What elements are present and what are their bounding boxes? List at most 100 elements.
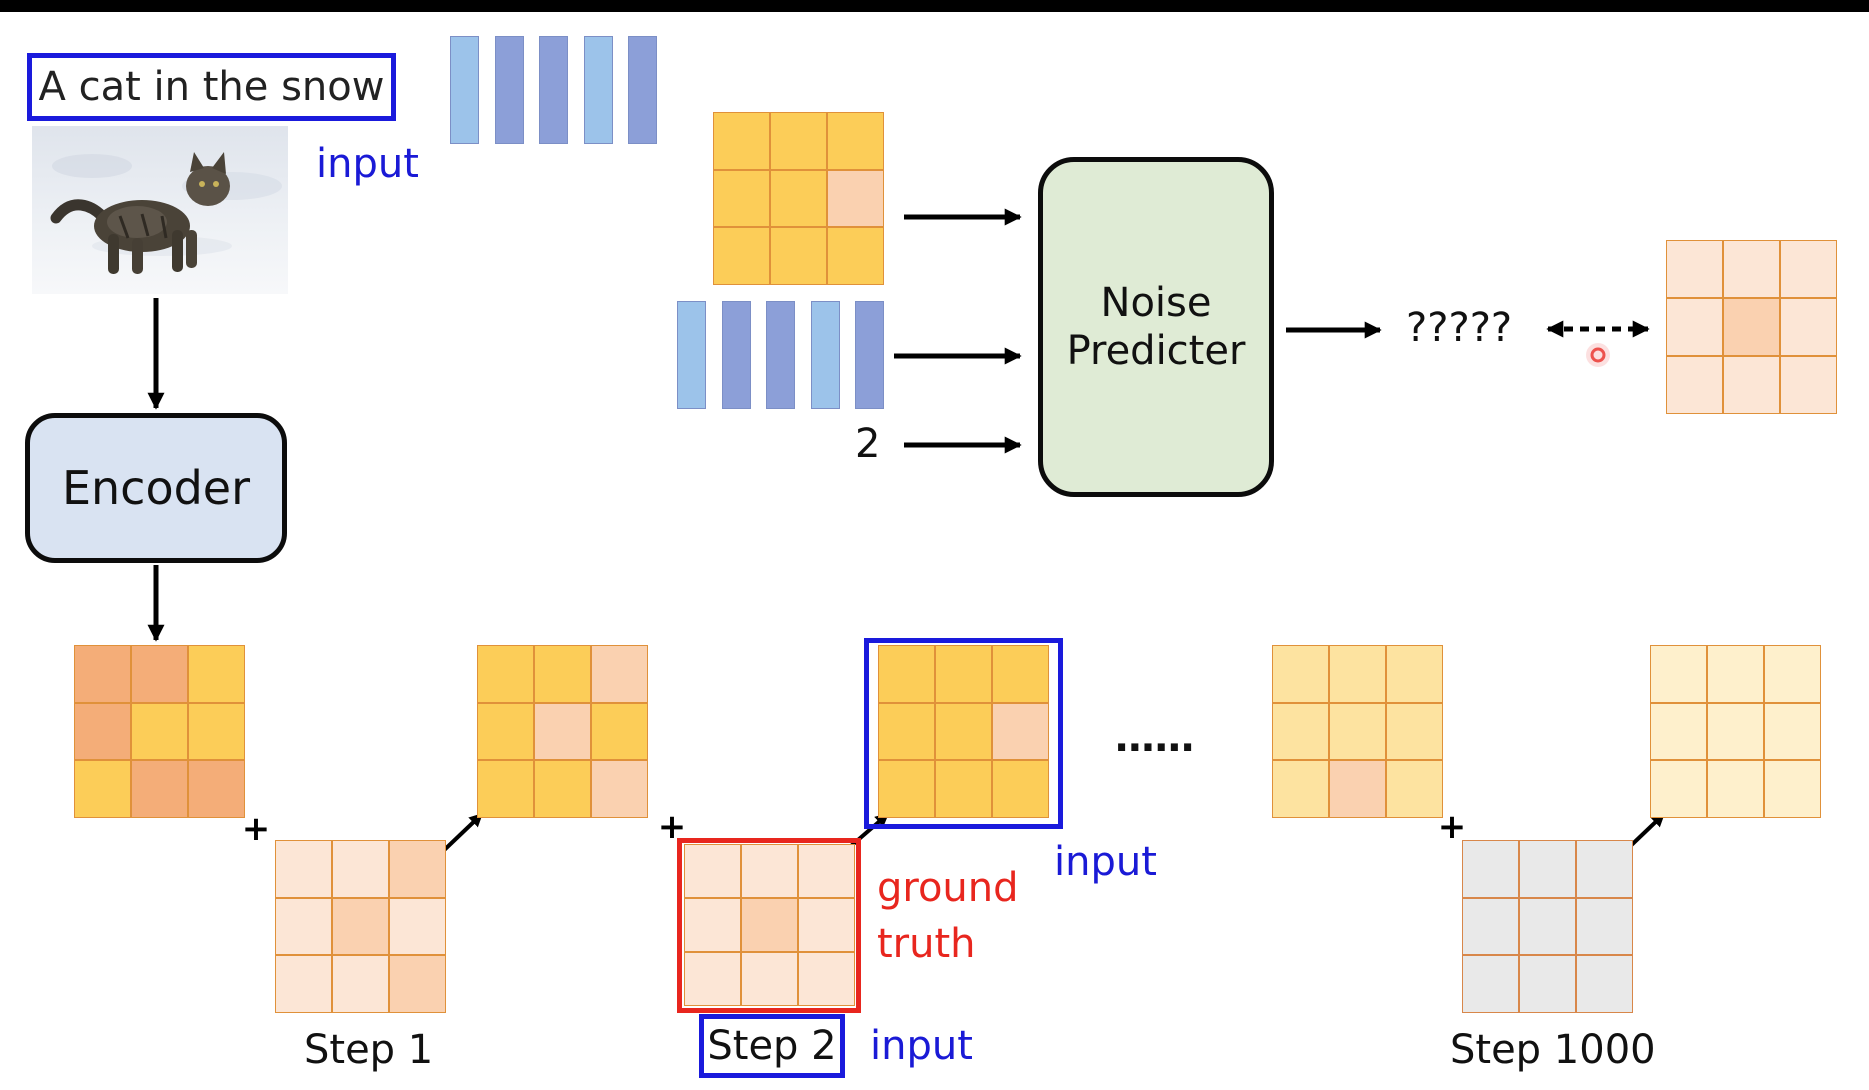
grid-cell — [1519, 897, 1576, 956]
grid-cell — [1272, 760, 1329, 818]
step1000-label: Step 1000 — [1450, 1027, 1656, 1073]
grid-cell — [770, 112, 827, 170]
prompt-text: A cat in the snow — [38, 64, 385, 110]
grid-cell — [591, 702, 648, 761]
grid-cell — [1764, 702, 1821, 761]
grid-cell — [684, 952, 741, 1006]
grid-cell — [741, 898, 798, 952]
predictor-input-noisy-image — [713, 112, 884, 285]
grid-cell — [935, 760, 992, 818]
text-embedding-predictor-input — [677, 301, 884, 409]
grid-cell — [1707, 645, 1764, 703]
grid-cell — [713, 227, 770, 285]
ellipsis: ...... — [1114, 715, 1195, 761]
input-label-middle: input — [1054, 839, 1157, 885]
final-step-grid — [1650, 645, 1821, 818]
grid-cell — [74, 645, 131, 703]
grid-cell — [275, 897, 332, 956]
grid-cell — [1386, 702, 1443, 761]
embedding-bar — [583, 36, 613, 144]
target-noise-grid — [1666, 240, 1837, 414]
grid-cell — [992, 760, 1049, 818]
grid-cell — [1576, 840, 1633, 898]
noisy-step2-input-frame — [864, 638, 1063, 829]
grid-cell — [534, 702, 591, 761]
grid-cell — [477, 760, 534, 818]
grid-cell — [332, 955, 389, 1013]
plus-sign-step1: + — [242, 809, 271, 849]
noisy-grid-step2 — [878, 645, 1049, 818]
grid-cell — [1272, 702, 1329, 761]
step2-label-frame: Step 2 — [699, 1014, 845, 1078]
grid-cell — [1329, 645, 1386, 703]
grid-cell — [1666, 240, 1723, 298]
grid-cell — [878, 645, 935, 703]
grid-cell — [827, 169, 884, 228]
grid-cell — [1780, 356, 1837, 414]
embedding-bar — [539, 36, 568, 144]
grid-cell — [798, 952, 855, 1006]
grid-cell — [1650, 702, 1707, 761]
grid-cell — [713, 112, 770, 170]
grid-cell — [477, 702, 534, 761]
grid-cell — [741, 952, 798, 1006]
grid-cell — [1707, 760, 1764, 818]
grid-cell — [534, 645, 591, 703]
pointer-dot-glow — [1586, 343, 1610, 367]
grid-cell — [131, 702, 188, 761]
noisy-grid-step1 — [477, 645, 648, 818]
grid-cell — [1650, 760, 1707, 818]
ground-truth-label-line2: truth — [877, 921, 976, 967]
grid-cell — [827, 227, 884, 285]
grid-cell — [827, 112, 884, 170]
grid-cell — [591, 645, 648, 703]
latent-grid — [74, 645, 245, 818]
grid-cell — [1462, 897, 1519, 956]
grid-cell — [591, 760, 648, 818]
grid-cell — [1780, 240, 1837, 298]
grid-cell — [131, 760, 188, 818]
grid-cell — [935, 702, 992, 761]
grid-cell — [275, 955, 332, 1013]
step1-label: Step 1 — [304, 1027, 434, 1073]
grid-cell — [1666, 356, 1723, 414]
grid-cell — [188, 702, 245, 761]
grid-cell — [992, 702, 1049, 761]
grid-cell — [878, 702, 935, 761]
grid-cell — [878, 760, 935, 818]
grid-cell — [275, 840, 332, 898]
unknown-output-label: ????? — [1406, 305, 1513, 351]
grid-cell — [1576, 897, 1633, 956]
top-border — [0, 0, 1869, 12]
prompt-box: A cat in the snow — [27, 53, 396, 121]
grid-cell — [1650, 645, 1707, 703]
embedding-bar — [810, 301, 840, 409]
embedding-bar — [721, 301, 751, 409]
grid-cell — [332, 897, 389, 956]
grid-cell — [477, 645, 534, 703]
grid-cell — [1780, 298, 1837, 356]
grid-cell — [1666, 298, 1723, 356]
grid-cell — [684, 844, 741, 898]
grid-cell — [74, 702, 131, 761]
embedding-bar — [677, 301, 706, 409]
grid-cell — [770, 227, 827, 285]
late-step-grid — [1272, 645, 1443, 818]
ground-truth-label-line1: ground — [877, 865, 1019, 911]
grid-cell — [1386, 760, 1443, 818]
input-label-bottom: input — [870, 1023, 973, 1069]
grid-cell — [1576, 955, 1633, 1013]
grid-cell — [1462, 955, 1519, 1013]
grid-cell — [992, 645, 1049, 703]
grid-cell — [1764, 645, 1821, 703]
grid-cell — [935, 645, 992, 703]
encoder-label: Encoder — [61, 461, 251, 515]
noise-predictor-block: Noise Predicter — [1038, 157, 1274, 497]
embedding-bar — [450, 36, 479, 144]
text-embedding-top — [450, 36, 657, 144]
grid-cell — [684, 898, 741, 952]
grid-cell — [332, 840, 389, 898]
grid-cell — [74, 760, 131, 818]
grid-cell — [1462, 840, 1519, 898]
grid-cell — [188, 760, 245, 818]
